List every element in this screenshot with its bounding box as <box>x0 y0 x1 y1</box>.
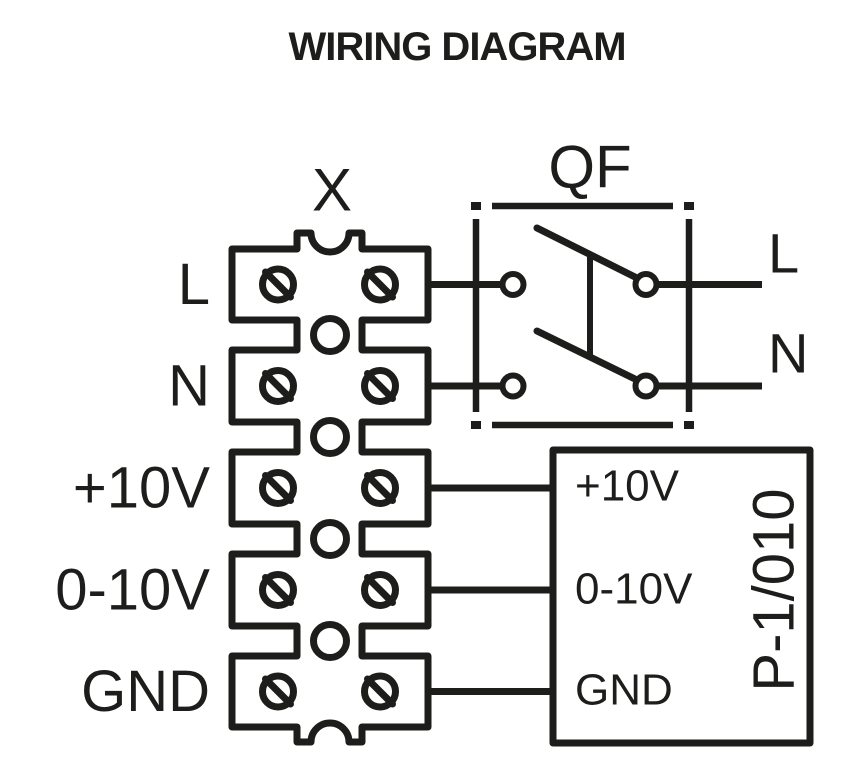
terminal-bridge-holes <box>310 315 350 661</box>
terminal-row-label-n: N <box>168 354 210 419</box>
screw-terminal-icon <box>365 371 396 402</box>
device-port-label-gnd: GND <box>575 666 673 715</box>
breaker-contact-icon <box>499 271 527 298</box>
screw-terminal-icon <box>365 676 396 707</box>
screw-terminal-icon <box>365 575 396 606</box>
mounting-hole-icon <box>310 315 350 355</box>
diagram-labels: WIRING DIAGRAM X QF L N +10V 0-10V GND L… <box>55 25 808 724</box>
breaker-boundary-corner-ticks <box>471 202 694 429</box>
device-name: P-1/010 <box>742 488 807 691</box>
breaker-contact-icon <box>499 372 527 400</box>
corner-tick-icon <box>684 202 694 210</box>
device-box <box>549 446 814 747</box>
corner-tick-icon <box>471 202 481 210</box>
breaker-boundary <box>472 202 693 429</box>
screw-terminal-icon <box>263 676 294 707</box>
terminal-row-label-plus10v: +10V <box>73 456 210 521</box>
mounting-hole-icon <box>310 519 350 559</box>
terminal-row-label-l: L <box>178 252 210 317</box>
screw-terminal-icon <box>365 473 396 504</box>
terminal-screws <box>263 269 396 707</box>
terminal-row-label-0-10v: 0-10V <box>55 558 210 623</box>
page-title: WIRING DIAGRAM <box>288 25 625 69</box>
breaker-contact-icon <box>632 372 660 400</box>
breaker-label: QF <box>548 134 631 201</box>
terminal-block-label: X <box>312 157 352 224</box>
breaker-lever-l <box>533 224 639 281</box>
screw-terminal-icon <box>263 269 294 300</box>
output-label-l: L <box>768 222 799 285</box>
output-label-n: N <box>768 322 808 385</box>
breaker-contacts <box>499 271 660 400</box>
diagram-linework <box>228 202 814 747</box>
breaker-lever-n <box>533 327 639 383</box>
breaker-contact-icon <box>632 271 660 298</box>
screw-terminal-icon <box>263 371 294 402</box>
corner-tick-icon <box>684 421 694 429</box>
mounting-hole-icon <box>310 417 350 457</box>
corner-tick-icon <box>471 421 481 429</box>
device-port-label-0-10v: 0-10V <box>575 565 693 614</box>
screw-terminal-icon <box>263 575 294 606</box>
mounting-hole-icon <box>310 621 350 661</box>
screw-terminal-icon <box>365 269 396 300</box>
device-port-label-plus10v: +10V <box>575 462 680 511</box>
terminal-block-outline <box>228 229 432 746</box>
terminal-row-label-gnd: GND <box>81 659 210 724</box>
screw-terminal-icon <box>263 473 294 504</box>
